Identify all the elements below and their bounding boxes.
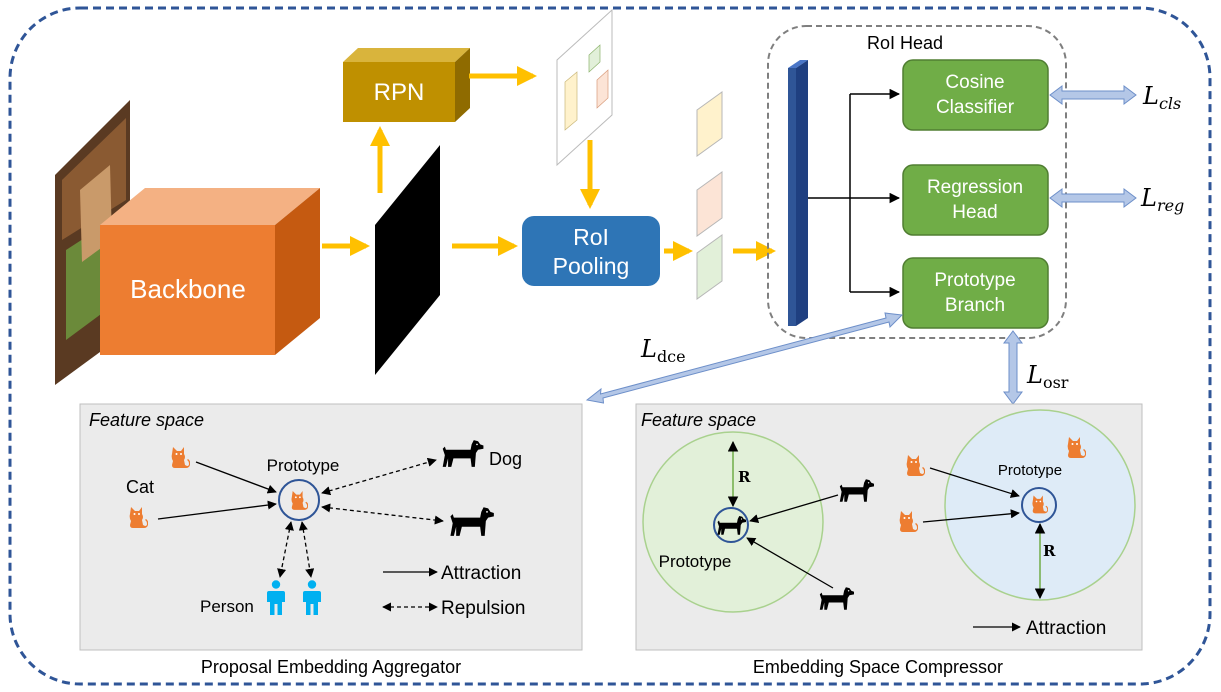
prototype-branch-block: Prototype Branch	[902, 257, 1049, 329]
compressor-right-prototype-label: Prototype	[998, 462, 1062, 479]
roi-head-box	[767, 25, 1067, 339]
loss-arrows	[585, 85, 1137, 405]
aggregator-feature-space: Feature space	[89, 410, 204, 430]
backbone-block: Backbone	[100, 188, 320, 355]
prototype-branch-line2: Branch	[945, 295, 1005, 316]
compressor-caption: Embedding Space Compressor	[753, 657, 1003, 677]
dog-label: Dog	[489, 449, 522, 469]
cosine-classifier-line1: Cosine	[945, 72, 1004, 93]
pipeline-arrows	[322, 66, 776, 261]
roi-pooling-line1: RoI	[573, 224, 609, 250]
prototype-branch-line1: Prototype	[934, 270, 1015, 291]
regression-head-line1: Regression	[927, 177, 1023, 198]
loss-dce: Ldce	[640, 335, 686, 366]
cosine-classifier-block: Cosine Classifier	[902, 59, 1049, 131]
aggregator-prototype-circle	[278, 479, 320, 521]
loss-cls: Lcls	[1142, 82, 1181, 113]
rpn-label: RPN	[374, 79, 425, 106]
aggregator-legend: Attraction Repulsion	[382, 563, 526, 619]
compressor-legend: Attraction	[973, 618, 1106, 639]
compressor-left-sphere	[642, 431, 824, 613]
feature-map	[375, 145, 440, 375]
roi-features	[696, 91, 723, 300]
cat-label: Cat	[126, 477, 154, 497]
aggregator-panel	[79, 403, 583, 651]
roi-pooling-line2: Pooling	[553, 253, 630, 279]
roi-head-title: RoI Head	[867, 33, 943, 53]
compressor-right-prototype-circle	[1021, 487, 1057, 523]
cosine-classifier-line2: Classifier	[936, 97, 1015, 118]
aggregator-prototype-label: Prototype	[267, 456, 340, 475]
backbone-label: Backbone	[130, 274, 246, 304]
compressor-relations	[746, 467, 1020, 589]
aggregator-legend-repulsion: Repulsion	[441, 598, 526, 619]
person-label: Person	[200, 597, 254, 616]
regression-head-line2: Head	[952, 202, 997, 223]
shared-fc-bar	[788, 60, 808, 326]
compressor-left-radius-label: R	[738, 468, 751, 486]
compressor-feature-space: Feature space	[641, 410, 756, 430]
compressor-left-prototype-circle	[713, 507, 749, 543]
compressor-left-prototype-label: Prototype	[659, 552, 732, 571]
aggregator-caption: Proposal Embedding Aggregator	[201, 657, 461, 677]
aggregator-relations	[157, 457, 444, 578]
loss-osr: Losr	[1026, 361, 1069, 392]
rpn-block: RPN	[343, 48, 470, 122]
proposals-sheet	[556, 8, 613, 167]
head-connectors	[808, 88, 901, 298]
aggregator-legend-attraction: Attraction	[441, 563, 521, 584]
compressor-right-radius-label: R	[1043, 542, 1056, 560]
compressor-legend-attraction: Attraction	[1026, 618, 1106, 639]
regression-head-block: Regression Head	[902, 164, 1049, 236]
outer-frame	[8, 6, 1212, 686]
loss-reg: Lreg	[1140, 184, 1184, 215]
roi-pooling-block: RoI Pooling	[522, 216, 660, 286]
